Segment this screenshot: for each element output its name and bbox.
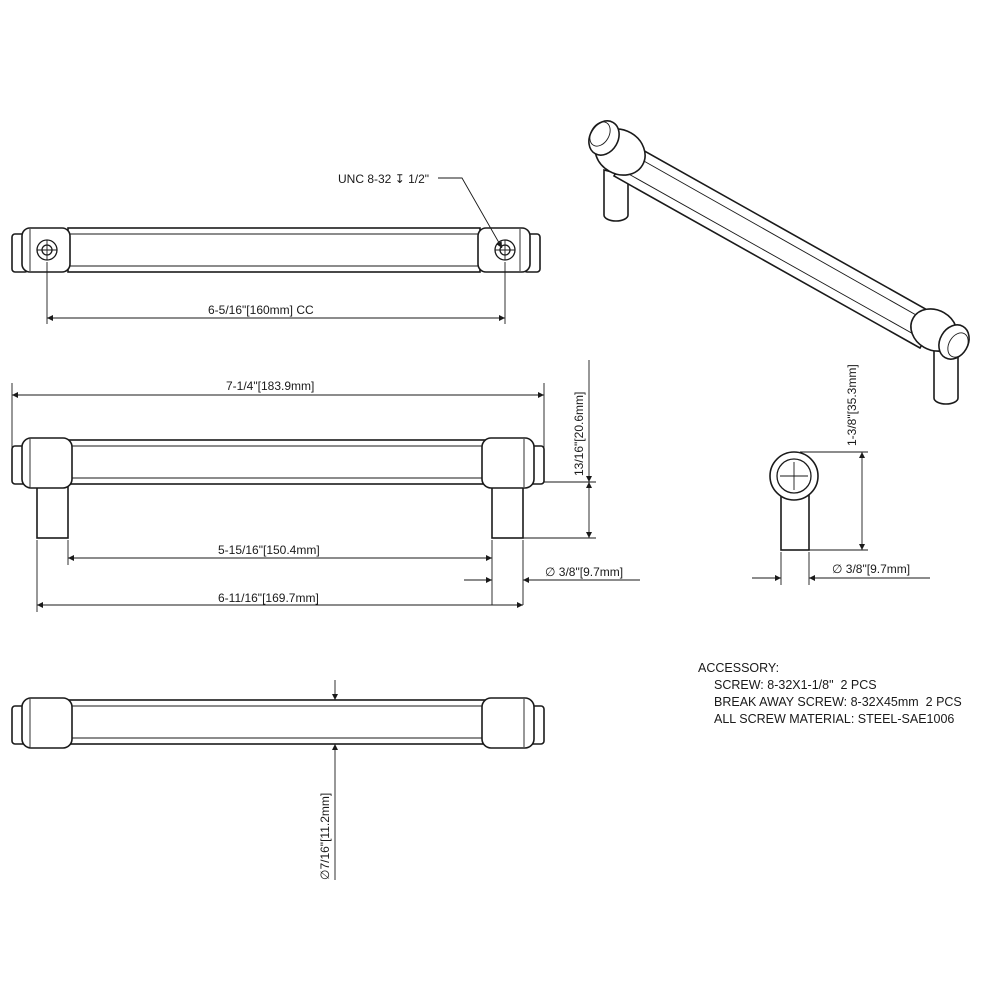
post-outer-span-label: 6-11/16"[169.7mm] (218, 591, 319, 605)
overall-length-label: 7-1/4"[183.9mm] (226, 379, 314, 393)
side-view (752, 451, 930, 585)
post-diameter-front-label: ∅ 3/8"[9.7mm] (545, 565, 623, 579)
bottom-view (11, 680, 545, 880)
front-view (11, 360, 640, 612)
isometric-view (588, 120, 970, 405)
accessory-note: ACCESSORY: SCREW: 8-32X1-1/8" 2 PCS BREAK … (698, 660, 962, 728)
post-diameter-side-label: ∅ 3/8"[9.7mm] (832, 562, 910, 576)
height-label: 13/16"[20.6mm] (572, 392, 586, 476)
top-view (11, 177, 541, 324)
cc-dimension-label: 6-5/16"[160mm] CC (208, 303, 314, 317)
bar-diameter-label: ∅7/16"[11.2mm] (318, 793, 332, 880)
accessory-line: SCREW: 8-32X1-1/8" 2 PCS (714, 678, 877, 692)
accessory-heading: ACCESSORY: (698, 661, 780, 675)
projection-label: 1-3/8"[35.3mm] (845, 364, 859, 446)
accessory-line: BREAK AWAY SCREW: 8-32X45mm 2 PCS (714, 695, 962, 709)
accessory-line: ALL SCREW MATERIAL: STEEL-SAE1006 (714, 712, 955, 726)
inner-span-label: 5-15/16"[150.4mm] (218, 543, 320, 557)
thread-callout: UNC 8-32 ↧ 1/2" (338, 172, 429, 186)
